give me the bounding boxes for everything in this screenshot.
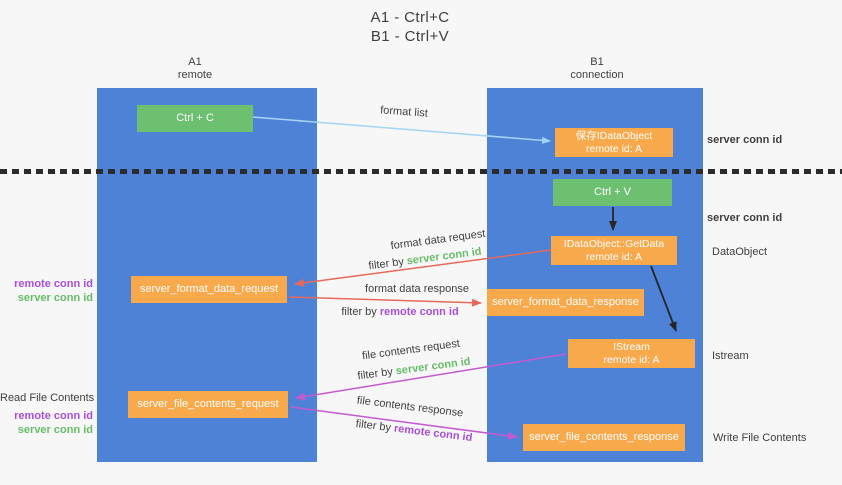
column-a1-name: A1 xyxy=(188,56,202,68)
title-line-ctrl-c: A1 - Ctrl+C xyxy=(370,9,450,26)
remote-conn-id-annotation: remote conn id xyxy=(14,278,93,290)
save-idataobject-line2: remote id: A xyxy=(585,142,643,155)
read-file-contents-text: Read File Contents xyxy=(0,392,95,404)
write-file-contents-annotation: Write File Contents xyxy=(713,432,807,444)
filter-by-remote-conn-id-label-1: filter by remote conn id xyxy=(341,306,458,318)
dataobject-annotation: DataObject xyxy=(712,246,768,258)
filter-by-prefix: filter by xyxy=(341,306,380,318)
getdata-line2: remote id: A xyxy=(585,250,643,263)
conn-id-stack-format-request: remote conn id server conn id xyxy=(0,278,93,305)
idataobject-getdata-box: IDataObject::GetData remote id: A xyxy=(551,236,677,265)
format-list-label: format list xyxy=(379,104,429,120)
remote-conn-id-text: remote conn id xyxy=(393,422,473,445)
diagram-title: A1 - Ctrl+C B1 - Ctrl+V xyxy=(310,8,510,46)
remote-conn-id-annotation: remote conn id xyxy=(14,410,93,422)
column-b1-name: B1 xyxy=(590,56,604,68)
istream-line2: remote id: A xyxy=(603,353,660,366)
server-conn-id-annotation-mid: server conn id xyxy=(707,212,783,224)
save-idataobject-box: 保存IDataObject remote id: A xyxy=(555,128,673,157)
istream-box: IStream remote id: A xyxy=(568,339,695,368)
server-format-data-request-label: server_format_data_request xyxy=(139,283,279,295)
format-data-response-arrow xyxy=(288,296,482,307)
getdata-line1: IDataObject::GetData xyxy=(563,237,665,250)
server-conn-id-annotation: server conn id xyxy=(17,291,93,304)
save-idataobject-line1: 保存IDataObject xyxy=(575,129,653,142)
server-file-contents-response-box: server_file_contents_response xyxy=(523,424,685,451)
server-file-contents-request-box: server_file_contents_request xyxy=(128,391,288,418)
server-file-contents-response-label: server_file_contents_response xyxy=(529,431,679,443)
filter-by-remote-conn-id-label-2: filter by remote conn id xyxy=(355,418,473,444)
server-file-contents-request-label: server_file_contents_request xyxy=(137,398,279,410)
title-line-ctrl-v: B1 - Ctrl+V xyxy=(370,28,450,45)
file-contents-response-label: file contents response xyxy=(356,394,464,420)
server-format-data-response-label: server_format_data_response xyxy=(492,296,639,308)
ctrl-c-box: Ctrl + C xyxy=(137,105,253,132)
copy-paste-separator-line xyxy=(0,169,842,174)
istream-line1: IStream xyxy=(613,340,650,353)
server-format-data-request-box: server_format_data_request xyxy=(131,276,287,303)
read-file-contents-annotation: Read File Contents xyxy=(0,392,94,406)
server-conn-id-annotation: server conn id xyxy=(17,423,93,436)
conn-id-stack-file-request: remote conn id server conn id xyxy=(0,410,93,437)
ctrl-c-label: Ctrl + C xyxy=(176,112,214,124)
column-header-b1: B1 connection xyxy=(547,56,647,82)
column-b1-subtitle: connection xyxy=(570,69,624,81)
server-conn-id-text: server conn id xyxy=(395,355,472,378)
column-header-a1: A1 remote xyxy=(145,56,245,82)
istream-annotation: Istream xyxy=(712,350,749,362)
filter-by-prefix: filter by xyxy=(355,417,395,435)
ctrl-v-label: Ctrl + V xyxy=(594,186,631,198)
server-conn-id-annotation-top: server conn id xyxy=(707,134,783,146)
filter-by-server-conn-id-label-1: filter by server conn id xyxy=(368,246,482,273)
filter-by-prefix: filter by xyxy=(356,365,397,383)
remote-conn-id-text: remote conn id xyxy=(379,306,459,318)
server-format-data-response-box: server_format_data_response xyxy=(487,289,644,316)
format-data-response-label: format data response xyxy=(365,283,469,295)
column-a1-subtitle: remote xyxy=(177,69,213,81)
ctrl-v-box: Ctrl + V xyxy=(553,179,672,206)
filter-by-prefix: filter by xyxy=(367,255,408,273)
server-conn-id-text: server conn id xyxy=(406,245,483,268)
